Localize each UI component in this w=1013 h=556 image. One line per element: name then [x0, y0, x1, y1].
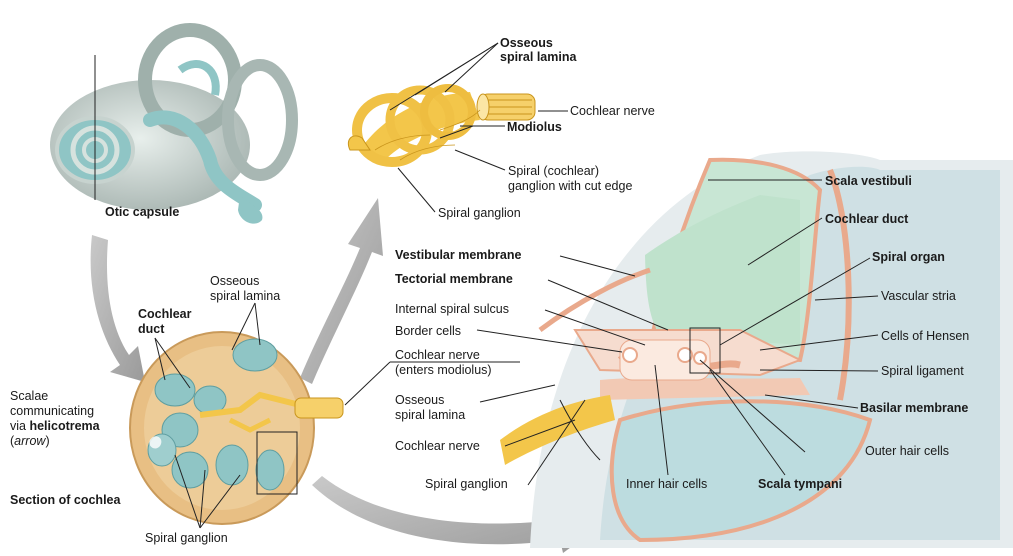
label-arrow-word: arrow — [14, 434, 45, 448]
label-cochlear-duct-right: Cochlear duct — [825, 212, 908, 227]
label-paren-close: ) — [45, 434, 49, 448]
label-cochlear-nerve-bottom: Cochlear nerve — [395, 439, 480, 454]
label-spiral-cochlear-ganglion-line2: ganglion with cut edge — [508, 179, 632, 194]
label-inner-hair-cells: Inner hair cells — [626, 477, 707, 492]
label-cochlear-duct-left-line2: duct — [138, 322, 164, 337]
label-scala-tympani: Scala tympani — [758, 477, 842, 492]
label-outer-hair-cells: Outer hair cells — [865, 444, 949, 459]
label-cells-of-hensen: Cells of Hensen — [881, 329, 969, 344]
label-scalae-line2: communicating — [10, 404, 94, 419]
otic-capsule-illustration — [50, 30, 292, 224]
label-spiral-ligament: Spiral ligament — [881, 364, 964, 379]
label-osseous-spiral-lamina-mid-line1: Osseous — [395, 393, 444, 408]
label-spiral-ganglion-bottom-mid: Spiral ganglion — [425, 477, 508, 492]
label-cochlear-nerve-top: Cochlear nerve — [570, 104, 655, 119]
label-spiral-cochlear-ganglion-line1: Spiral (cochlear) — [508, 164, 599, 179]
label-basilar-membrane: Basilar membrane — [860, 401, 968, 416]
label-section-of-cochlea: Section of cochlea — [10, 493, 120, 508]
label-helicotrema: helicotrema — [29, 419, 99, 433]
label-cochlear-nerve-enters-line1: Cochlear nerve — [395, 348, 480, 363]
flow-arrow-down — [91, 235, 145, 382]
label-otic-capsule: Otic capsule — [105, 205, 179, 220]
cochlear-cross-section — [500, 151, 1013, 548]
label-vestibular-membrane: Vestibular membrane — [395, 248, 521, 263]
label-modiolus: Modiolus — [507, 120, 562, 135]
label-osseous-spiral-lamina-left-line2: spiral lamina — [210, 289, 280, 304]
label-scala-vestibuli: Scala vestibuli — [825, 174, 912, 189]
label-osseous-spiral-lamina-left-line1: Osseous — [210, 274, 259, 289]
label-osseous-spiral-lamina-top-line1: Osseous — [500, 36, 553, 51]
label-scalae-line3: via helicotrema — [10, 419, 100, 434]
label-spiral-organ: Spiral organ — [872, 250, 945, 265]
label-spiral-ganglion-top: Spiral ganglion — [438, 206, 521, 221]
label-tectorial-membrane: Tectorial membrane — [395, 272, 513, 287]
label-spiral-ganglion-bottom-left: Spiral ganglion — [145, 531, 228, 546]
label-internal-spiral-sulcus: Internal spiral sulcus — [395, 302, 509, 317]
label-border-cells: Border cells — [395, 324, 461, 339]
label-scalae-line1: Scalae — [10, 389, 48, 404]
flow-arrow-up — [300, 198, 383, 384]
label-cochlear-duct-left-line1: Cochlear — [138, 307, 192, 322]
label-vascular-stria: Vascular stria — [881, 289, 956, 304]
label-cochlear-nerve-enters-line2: (enters modiolus) — [395, 363, 492, 378]
label-scalae-via: via — [10, 419, 29, 433]
label-scalae-line4: (arrow) — [10, 434, 50, 449]
label-osseous-spiral-lamina-top-line2: spiral lamina — [500, 50, 576, 65]
label-osseous-spiral-lamina-mid-line2: spiral lamina — [395, 408, 465, 423]
